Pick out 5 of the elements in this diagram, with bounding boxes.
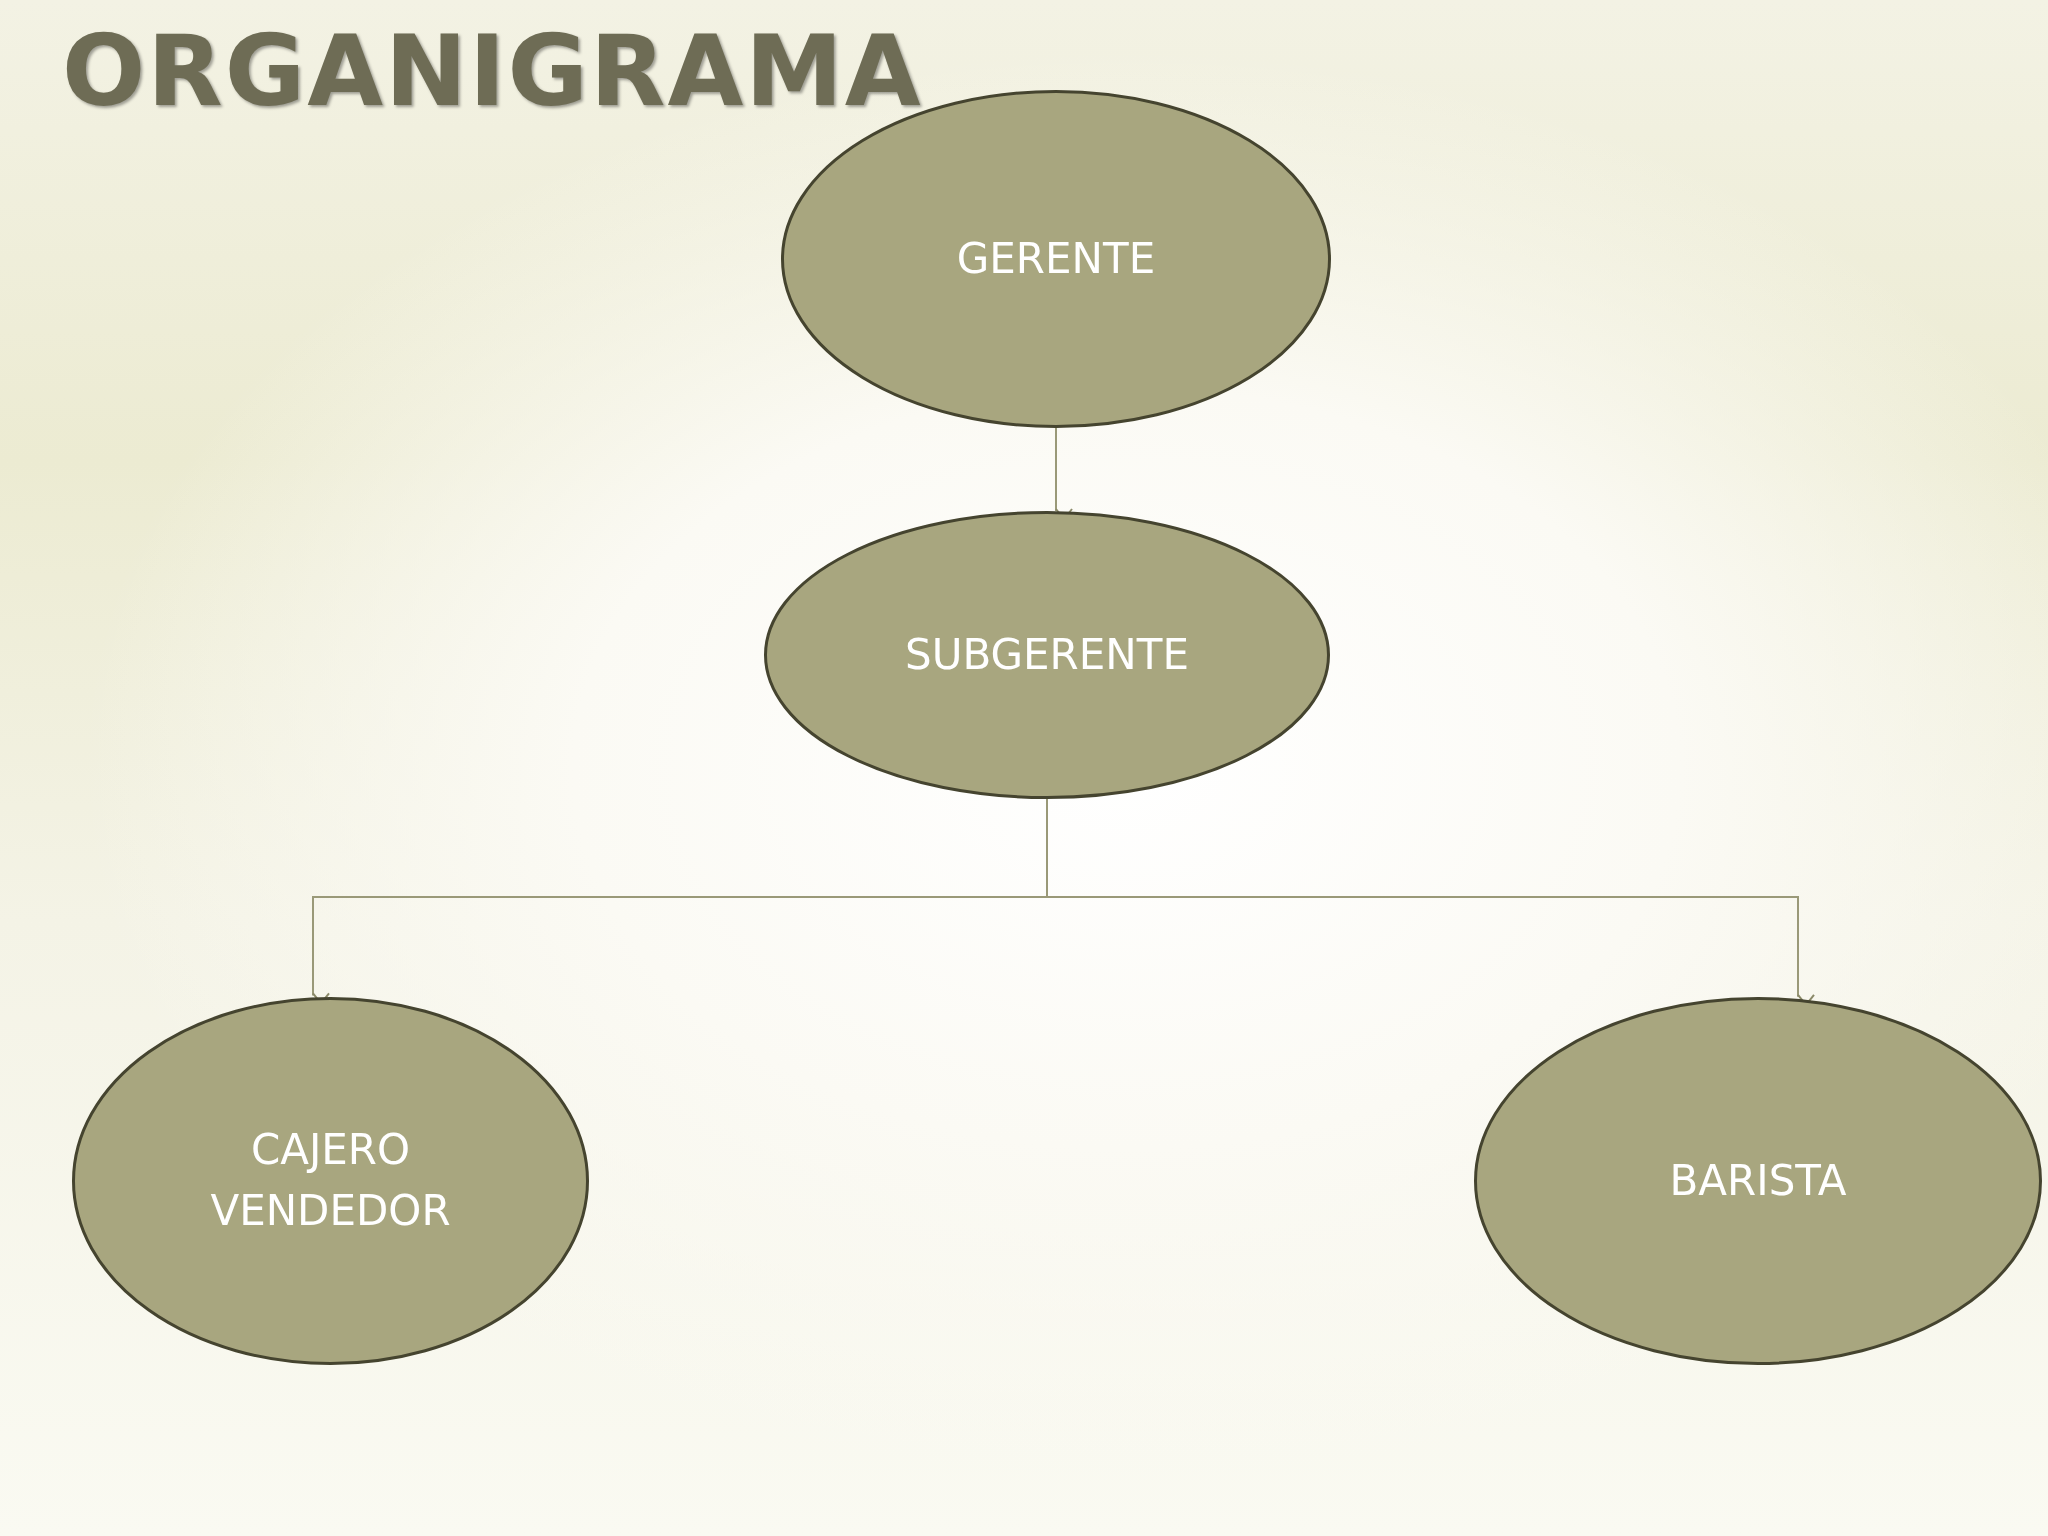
role-label: GERENTE [956, 232, 1156, 285]
role-label: BARISTA [1669, 1154, 1847, 1207]
role-label: SUBGERENTE [905, 628, 1189, 681]
role-label: CAJERO VENDEDOR [209, 1124, 452, 1237]
slide-title: ORGANIGRAMA [62, 14, 923, 128]
